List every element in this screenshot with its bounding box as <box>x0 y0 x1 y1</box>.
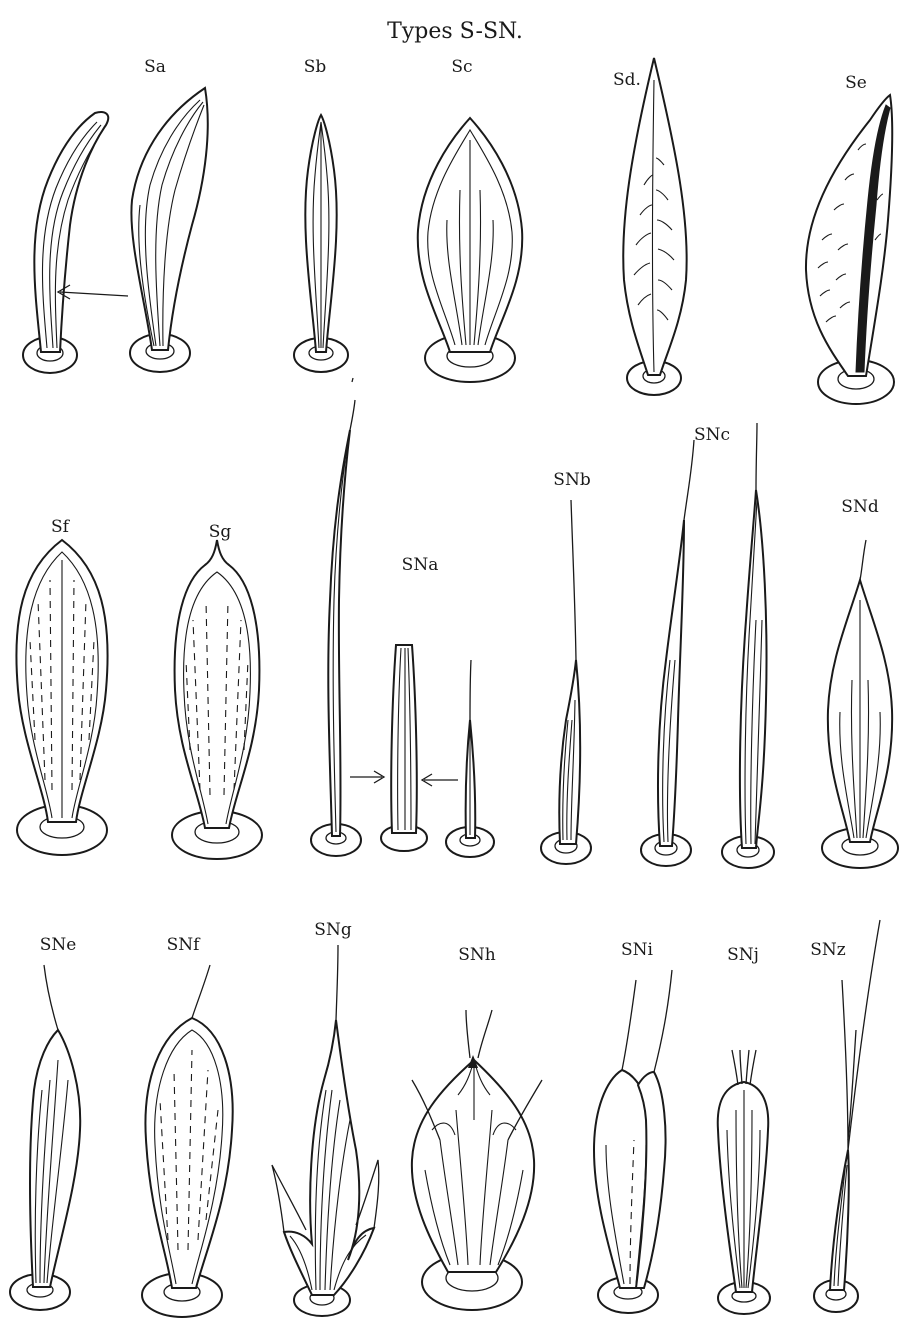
scale-sni <box>594 970 672 1313</box>
label-snf: SNf <box>167 935 202 955</box>
arrow-sa <box>58 285 128 299</box>
label-snd: SNd <box>841 497 879 517</box>
label-sd: Sd. <box>613 70 641 90</box>
scale-snz <box>814 920 880 1312</box>
scale-sa-side <box>23 112 108 373</box>
scale-sf <box>16 540 107 855</box>
scale-sd <box>623 58 686 395</box>
label-sne: SNe <box>40 935 77 955</box>
label-se: Se <box>845 73 867 93</box>
label-snj: SNj <box>727 945 759 965</box>
label-sa: Sa <box>144 57 166 77</box>
scale-snc-left <box>641 440 694 866</box>
label-snh: SNh <box>458 945 496 965</box>
scale-snd <box>822 540 898 868</box>
scale-se <box>806 95 894 404</box>
scale-sb <box>294 115 348 372</box>
label-sc: Sc <box>451 57 472 77</box>
scale-sna-left <box>311 378 361 856</box>
label-snb: SNb <box>553 470 591 490</box>
scale-snf <box>142 965 233 1317</box>
plate-title: Types S-SN. <box>387 19 523 44</box>
label-sg: Sg <box>209 522 232 542</box>
label-sng: SNg <box>314 920 352 940</box>
scale-sg <box>172 540 262 859</box>
scale-sa-front <box>130 88 208 372</box>
scale-sne <box>10 965 80 1310</box>
scale-snb <box>541 500 591 864</box>
scale-snh <box>412 1010 542 1310</box>
scale-sc <box>418 118 522 382</box>
scale-sna-right <box>446 660 494 857</box>
label-sna: SNa <box>402 555 439 575</box>
label-sb: Sb <box>304 57 327 77</box>
label-snz: SNz <box>810 940 846 960</box>
scale-sng <box>272 945 379 1316</box>
label-sf: Sf <box>51 517 71 537</box>
label-sni: SNi <box>621 940 654 960</box>
label-snc: SNc <box>694 425 730 445</box>
scale-snj <box>718 1050 770 1314</box>
scale-sna-mid <box>381 645 427 851</box>
scale-snc-right <box>722 423 774 868</box>
